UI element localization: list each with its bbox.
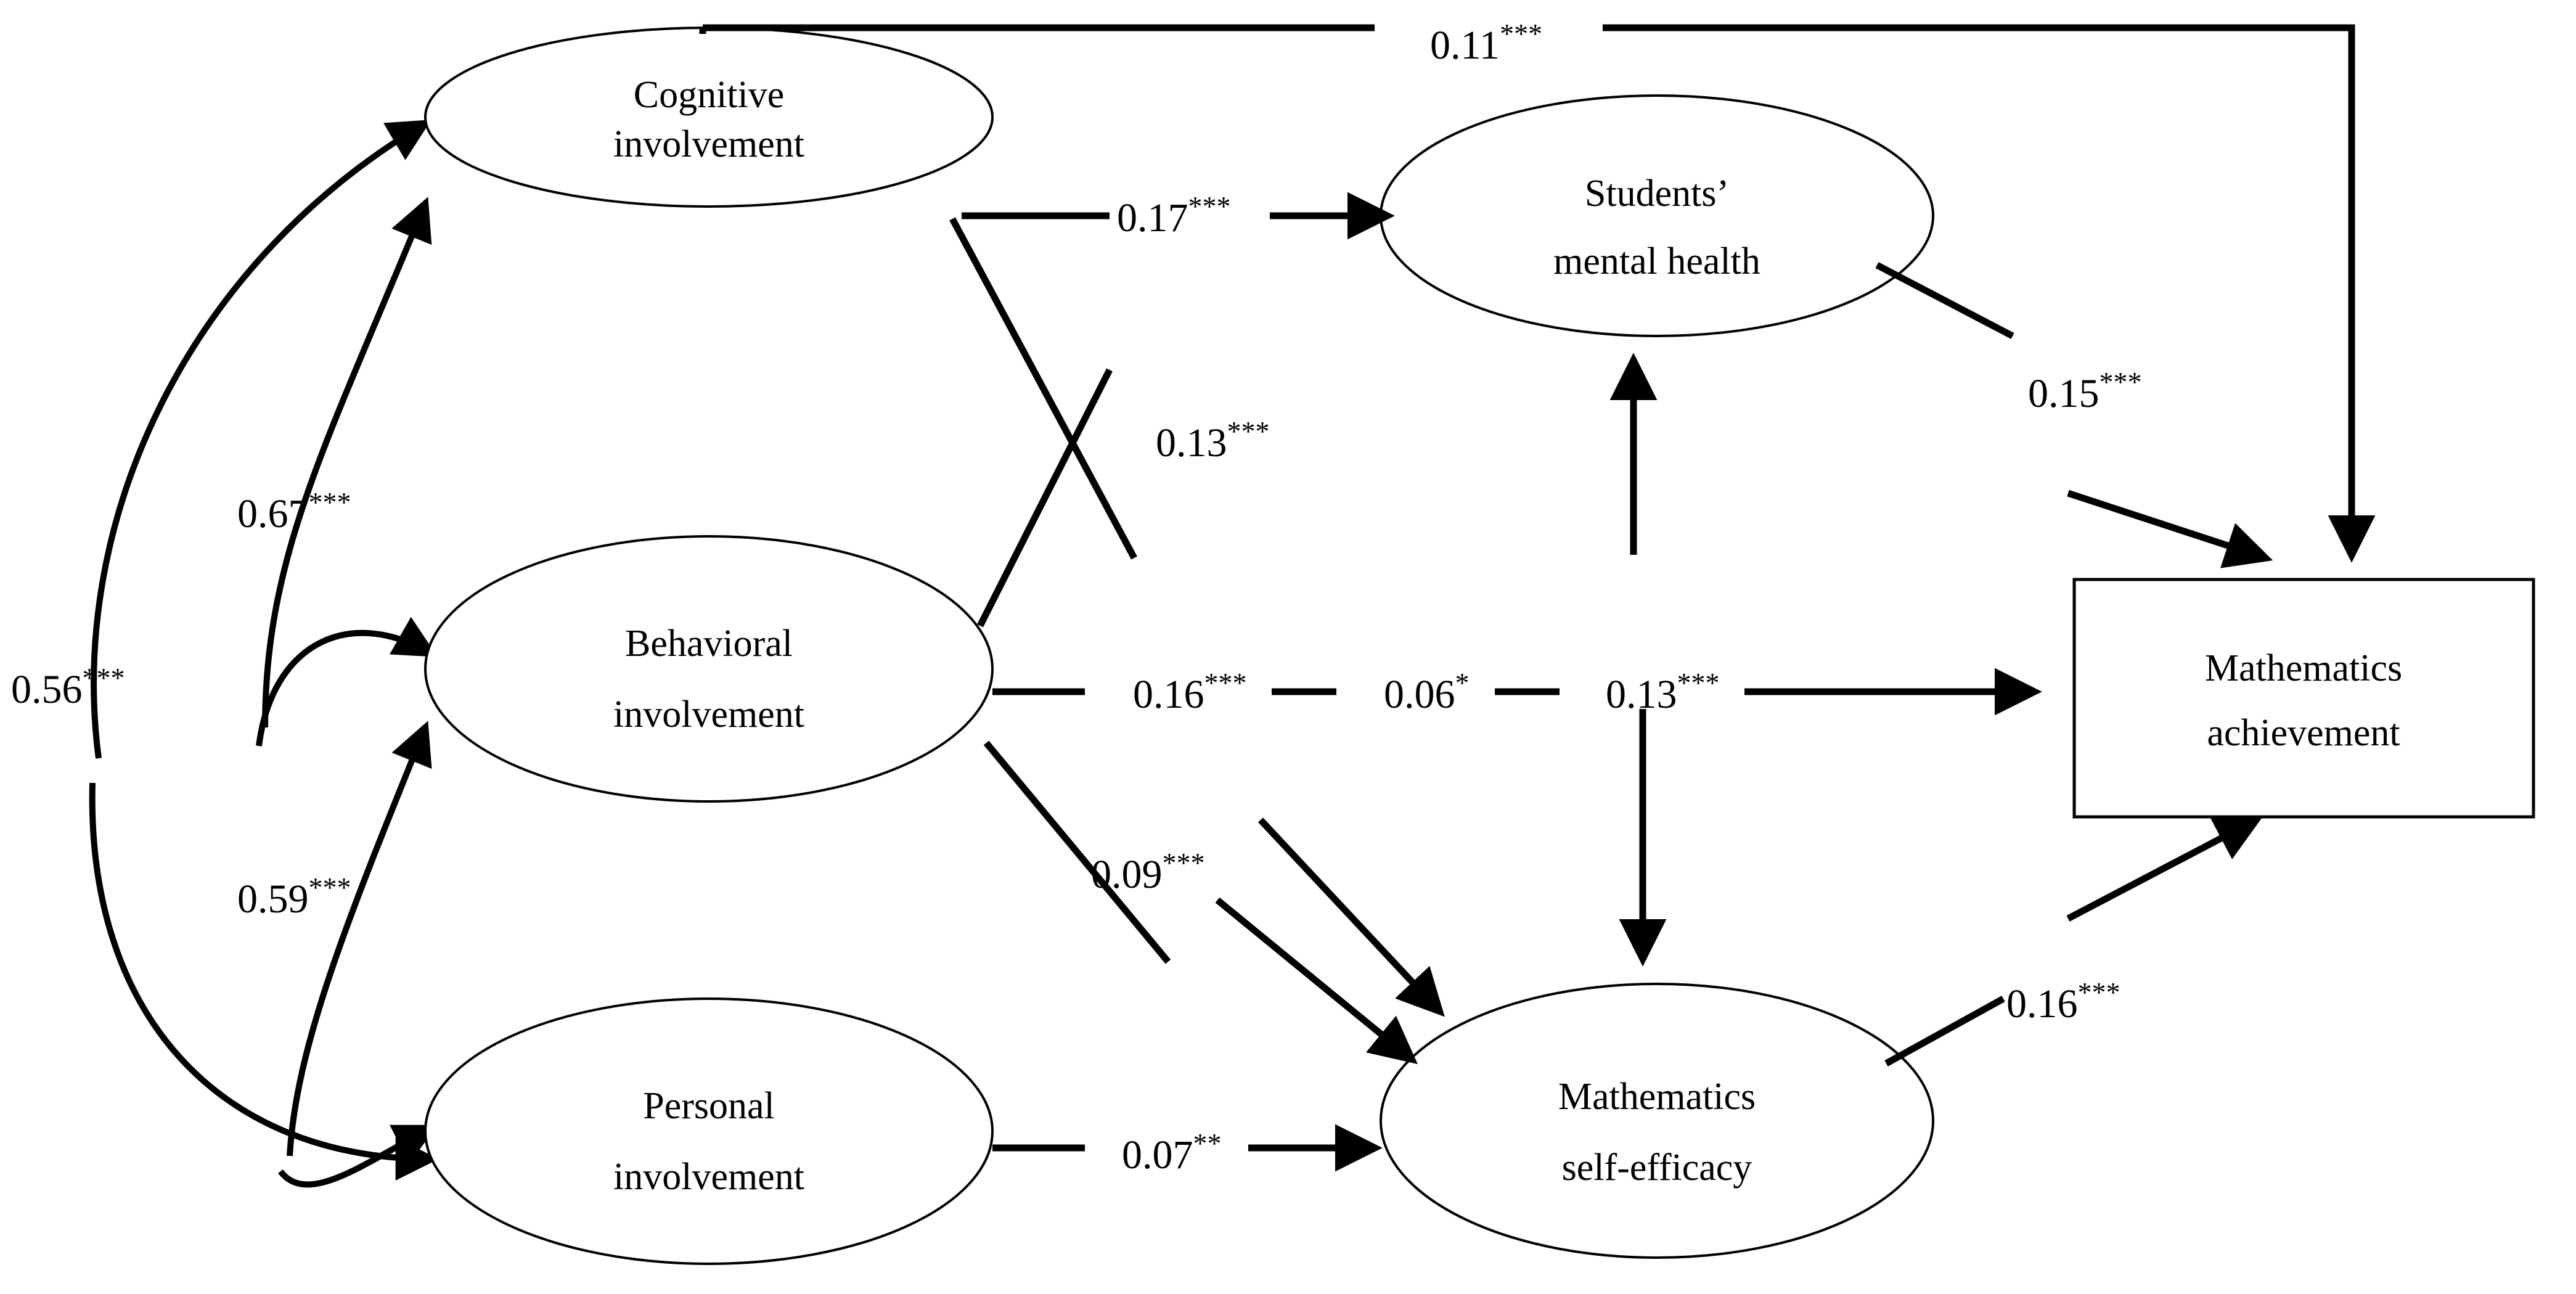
mathematics-achievement-rect[interactable] [2072, 578, 2535, 819]
coef-0-16-behavioral: 0.16*** [1133, 667, 1247, 718]
node-students-mental-health[interactable]: Students’ mental health [1380, 94, 1934, 337]
path-diag-into-selfefficacy-1 [1257, 817, 1445, 1017]
behavioral-involvement-label-line2: involvement [613, 694, 804, 735]
corr-curve-cognitive-behavioral-lower [256, 616, 438, 747]
coef-0-13-mediated: 0.13*** [1606, 667, 1720, 718]
correlation-curves [89, 120, 439, 1188]
students-mental-health-label-line1: Students’ [1585, 173, 1729, 215]
path-cognitive-to-selfefficacy-diag [949, 217, 1137, 560]
node-cognitive-involvement[interactable]: Cognitive involvement [424, 27, 994, 208]
behavioral-involvement-label-line1: Behavioral [625, 623, 793, 665]
coef-0-56: 0.56*** [11, 662, 125, 713]
node-mathematics-self-efficacy[interactable]: Mathematics self-efficacy [1380, 983, 1934, 1259]
coef-0-06: 0.06* [1384, 667, 1470, 718]
cognitive-involvement-ellipse[interactable] [424, 27, 994, 208]
cognitive-involvement-label-line2: involvement [613, 123, 804, 165]
corr-curve-cognitive-behavioral-upper [262, 197, 432, 728]
node-mathematics-achievement[interactable]: Mathematics achievement [2072, 578, 2535, 819]
mathematics-self-efficacy-label-line1: Mathematics [1558, 1076, 1756, 1118]
behavioral-involvement-ellipse[interactable] [424, 535, 994, 803]
path-diag-into-selfefficacy-2 [1215, 897, 1418, 1065]
personal-involvement-label-line1: Personal [643, 1085, 775, 1127]
path-mentalhealth-to-achievement-stub [1875, 262, 2014, 339]
corr-curve-cognitive-personal-upper [91, 120, 432, 759]
structural-paths [699, 24, 2376, 1172]
students-mental-health-label-line2: mental health [1553, 240, 1760, 282]
mathematics-self-efficacy-label-line2: self-efficacy [1562, 1147, 1752, 1189]
mathematics-self-efficacy-ellipse[interactable] [1380, 983, 1934, 1259]
node-personal-involvement[interactable]: Personal involvement [424, 997, 994, 1265]
corr-curve-behavioral-personal-upper [287, 721, 432, 1157]
coef-0-11: 0.11*** [1430, 18, 1542, 68]
cognitive-involvement-label-line1: Cognitive [634, 74, 785, 116]
coef-0-15: 0.15*** [2028, 366, 2142, 417]
personal-involvement-label-line2: involvement [613, 1156, 804, 1198]
path-selfefficacy-to-achievement-arrow [2066, 816, 2263, 922]
path-mentalhealth-to-achievement-arrow [2067, 489, 2273, 568]
coef-0-13-cognitive: 0.13*** [1156, 416, 1270, 466]
path-behavioral-up-diag [977, 368, 1113, 628]
coef-0-07: 0.07** [1122, 1128, 1222, 1178]
coef-0-67: 0.67*** [237, 486, 351, 537]
coef-0-16-selfefficacy: 0.16*** [2006, 977, 2120, 1027]
coef-0-09: 0.09*** [1091, 847, 1205, 898]
coef-0-59: 0.59*** [237, 872, 351, 922]
students-mental-health-ellipse[interactable] [1380, 94, 1934, 337]
coef-0-17: 0.17*** [1117, 190, 1231, 241]
corr-curve-cognitive-personal-lower [89, 782, 439, 1181]
mathematics-achievement-label-line2: achievement [2207, 712, 2400, 754]
path-behavioral-down-diag [983, 740, 1171, 964]
path-selfefficacy-to-achievement-stub [1884, 996, 2005, 1067]
node-behavioral-involvement[interactable]: Behavioral involvement [424, 535, 994, 803]
mathematics-achievement-label-line1: Mathematics [2205, 647, 2402, 689]
personal-involvement-ellipse[interactable] [424, 997, 994, 1265]
path-cognitive-to-achievement-seg2 [1603, 24, 2376, 563]
coefficient-labels: 0.17*** 0.11*** 0.13*** 0.16*** 0.06* 0.… [11, 18, 2142, 1178]
